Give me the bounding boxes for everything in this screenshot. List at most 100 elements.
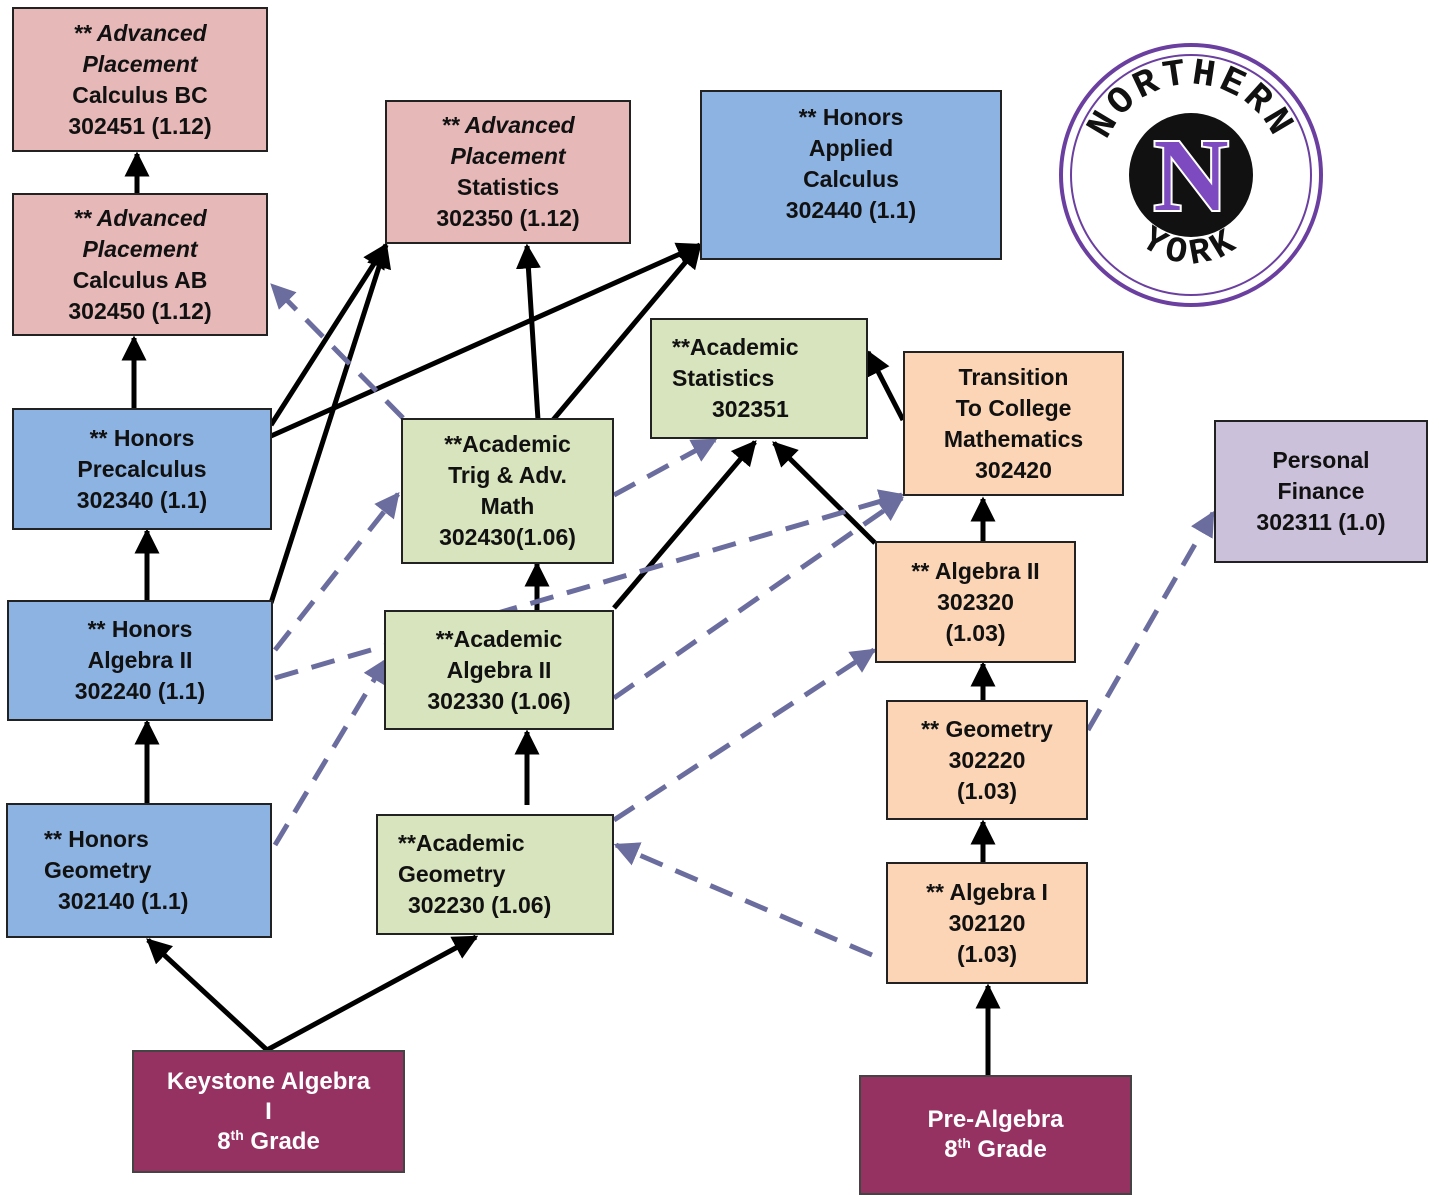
- grade-word: Grade: [970, 1136, 1047, 1163]
- course-line: Calculus: [803, 166, 899, 192]
- course-ap-statistics: ** Advanced Placement Statistics 302350 …: [385, 100, 631, 244]
- course-line: Applied: [808, 135, 894, 161]
- course-line: 302120: [948, 909, 1026, 936]
- course-line: Precalculus: [77, 455, 207, 482]
- course-honors-applied-calculus: ** Honors Applied Calculus 302440 (1.1): [700, 90, 1002, 260]
- course-line: (1.03): [945, 619, 1006, 646]
- course-line: Placement: [450, 143, 566, 169]
- northern-york-logo: NORTHERN YORK N: [1059, 43, 1323, 307]
- course-honors-precalculus: ** Honors Precalculus 302340 (1.1): [12, 408, 272, 530]
- grade-number: 8: [217, 1127, 231, 1155]
- grade-suffix: th: [957, 1135, 971, 1151]
- course-line: ** Algebra II: [911, 557, 1040, 584]
- dash-trig-to-acad-stats: [612, 437, 718, 498]
- start-pre-algebra: Pre-Algebra 8th Grade: [859, 1075, 1132, 1195]
- course-line: 302320: [937, 588, 1014, 615]
- course-line: 302350 (1.12): [436, 205, 580, 231]
- course-algebra-i: ** Algebra I 302120 (1.03): [886, 862, 1088, 984]
- course-honors-geometry: ** Honors Geometry 302140 (1.1): [6, 803, 272, 938]
- course-line: Trig & Adv.: [448, 462, 567, 488]
- course-line: ** Honors: [87, 616, 193, 642]
- dash-hon-geom-to-acad-alg2: [272, 657, 389, 847]
- course-line: Calculus AB: [72, 266, 208, 293]
- course-algebra-ii: ** Algebra II 302320 (1.03): [875, 541, 1076, 663]
- course-line: **Academic: [435, 625, 563, 652]
- course-line: ** Advanced: [441, 112, 575, 138]
- course-line: 302240 (1.1): [74, 678, 206, 704]
- course-line: Geometry: [398, 861, 506, 887]
- course-line: 302440 (1.1): [785, 197, 917, 223]
- course-line: 302140 (1.1): [58, 888, 189, 914]
- course-line: Personal: [1272, 447, 1370, 473]
- logo-inner-ring: [1070, 54, 1312, 296]
- arrow-precalc-to-applied-calc: [269, 242, 703, 439]
- course-line: Mathematics: [943, 425, 1084, 452]
- course-line: ** Advanced: [73, 19, 207, 46]
- course-line: 302311 (1.0): [1256, 509, 1386, 535]
- dash-acad-geom-to-alg2: [612, 647, 877, 823]
- course-ap-calculus-ab: ** Advanced Placement Calculus AB 302450…: [12, 193, 268, 336]
- arrow-keystone-to-hon-geom: [146, 938, 269, 1052]
- course-line: Placement: [82, 235, 198, 262]
- arrow-keystone-to-acad-geom: [265, 934, 479, 1053]
- course-line: Algebra II: [87, 647, 193, 673]
- course-line: To College: [955, 394, 1072, 421]
- course-transition-to-college-math: Transition To College Mathematics 302420: [903, 351, 1124, 496]
- course-academic-statistics: **Academic Statistics 302351: [650, 318, 868, 439]
- course-academic-algebra-ii: **Academic Algebra II 302330 (1.06): [384, 610, 614, 730]
- course-line: 302340 (1.1): [76, 486, 208, 513]
- dash-hon-alg2-to-alg2: [274, 489, 905, 681]
- course-line: Transition: [958, 363, 1069, 390]
- start-line: Pre-Algebra: [927, 1106, 1064, 1133]
- course-line: Calculus BC: [72, 81, 208, 108]
- grade-label: 8th Grade: [217, 1127, 320, 1157]
- course-line: ** Honors: [798, 104, 904, 130]
- start-line: I: [265, 1097, 272, 1125]
- course-line: ** Honors: [44, 826, 149, 852]
- arrow-acad-alg2-to-acad-stats: [612, 440, 757, 610]
- course-line: 302330 (1.06): [427, 687, 571, 714]
- course-line: 302451 (1.12): [68, 112, 212, 139]
- course-line: **Academic: [672, 334, 799, 360]
- course-line: Math: [480, 493, 535, 519]
- course-line: 302420: [975, 456, 1052, 483]
- grade-label: 8th Grade: [944, 1135, 1047, 1165]
- course-line: 302450 (1.12): [68, 297, 212, 324]
- course-academic-geometry: **Academic Geometry 302230 (1.06): [376, 814, 614, 935]
- grade-number: 8: [944, 1136, 958, 1163]
- arrow-precalc-to-ap-stats: [268, 242, 389, 427]
- dash-geometry-to-personal-finance: [1085, 510, 1216, 732]
- arrow-trig-to-applied-calc: [551, 243, 702, 422]
- logo-center-disc: [1129, 113, 1253, 237]
- course-line: **Academic: [444, 431, 571, 457]
- course-line: ** Geometry: [921, 715, 1053, 742]
- arrow-alg2-to-acad-stats: [772, 441, 877, 545]
- dash-hon-alg2-to-trig: [273, 492, 400, 652]
- dash-acad-alg2-to-alg2: [612, 495, 905, 701]
- course-line: 302220: [948, 746, 1026, 773]
- start-keystone-algebra-i: Keystone Algebra I 8th Grade: [132, 1050, 405, 1173]
- grade-word: Grade: [243, 1127, 320, 1155]
- course-line: Placement: [82, 50, 198, 77]
- course-personal-finance: Personal Finance 302311 (1.0): [1214, 420, 1428, 563]
- course-line: ** Honors: [89, 424, 195, 451]
- course-ap-calculus-bc: ** Advanced Placement Calculus BC 302451…: [12, 7, 268, 152]
- logo-n-letter: N: [1153, 118, 1228, 233]
- course-line: **Academic: [398, 830, 525, 856]
- course-line: 302430(1.06): [439, 524, 576, 550]
- course-line: 302230 (1.06): [408, 892, 552, 918]
- course-line: Algebra II: [446, 656, 552, 683]
- course-line: Geometry: [44, 857, 152, 883]
- course-line: Statistics: [672, 365, 775, 391]
- arrow-hon-alg2-to-ap-stats: [268, 242, 392, 604]
- course-line: 302351: [712, 396, 789, 422]
- course-line: (1.03): [956, 777, 1018, 804]
- course-line: ** Advanced: [73, 204, 207, 231]
- course-line: Finance: [1277, 478, 1365, 504]
- course-academic-trig-adv-math: **Academic Trig & Adv. Math 302430(1.06): [401, 418, 614, 564]
- course-honors-algebra-ii: ** Honors Algebra II 302240 (1.1): [7, 600, 273, 721]
- course-line: (1.03): [956, 940, 1018, 967]
- grade-suffix: th: [230, 1126, 244, 1143]
- arrow-trig-to-ap-stats: [515, 243, 541, 421]
